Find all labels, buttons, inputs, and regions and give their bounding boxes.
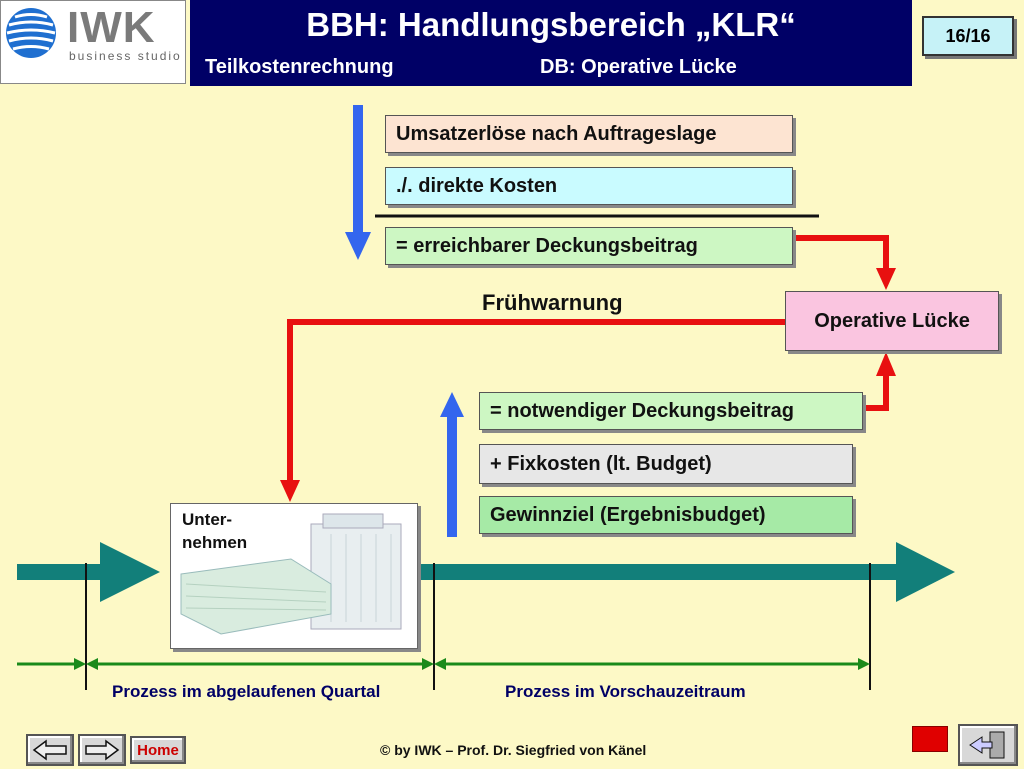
box-gewinnziel: Gewinnziel (Ergebnisbudget) [479,496,853,534]
box-fixkosten: + Fixkosten (lt. Budget) [479,444,853,484]
box-umsatzerloese: Umsatzerlöse nach Auftrageslage [385,115,793,153]
forward-button[interactable] [78,734,126,766]
company-image [170,503,418,649]
box-erreichbarer-db: = erreichbarer Deckungsbeitrag [385,227,793,265]
fruhwarnung-label: Frühwarnung [482,290,623,315]
red-marker-button[interactable] [912,726,948,752]
page-title: BBH: Handlungsbereich „KLR“ [306,6,796,43]
building-icon [180,513,402,635]
box-direkte-kosten: ./. direkte Kosten [385,167,793,205]
arrow-left-icon [32,739,67,761]
label-future-process: Prozess im Vorschauzeitraum [505,682,746,701]
box-operative-lucke: Operative Lücke [785,291,999,351]
company-label: Unter- nehmen [182,510,248,552]
logo: IWK business studio [0,0,186,84]
home-button[interactable]: Home [130,736,186,764]
exit-door-icon [969,731,1005,759]
blue-down-arrow [345,105,371,260]
blue-up-arrow [440,392,464,537]
copyright: © by IWK – Prof. Dr. Siegfried von Känel [380,742,647,758]
logo-text: IWK [67,3,156,52]
page-counter: 16/16 [922,16,1014,56]
label-past-process: Prozess im abgelaufenen Quartal [112,682,381,701]
box-notwendiger-db: = notwendiger Deckungsbeitrag [479,392,863,430]
red-arrow-fruhwarnung [280,319,785,502]
arrow-right-icon [85,739,120,761]
title-band [190,0,912,86]
back-button[interactable] [26,734,74,766]
subtitle-right: DB: Operative Lücke [540,56,737,78]
span-arrows [17,658,870,670]
subtitle-left: Teilkostenrechnung [205,56,394,78]
red-arrow-up-to-lucke [864,352,896,411]
exit-button[interactable] [958,724,1018,766]
timeline-arrow [17,542,955,602]
logo-subtext: business studio [69,49,182,63]
red-arrow-to-lucke [796,235,896,290]
globe-logo-icon [6,8,56,58]
